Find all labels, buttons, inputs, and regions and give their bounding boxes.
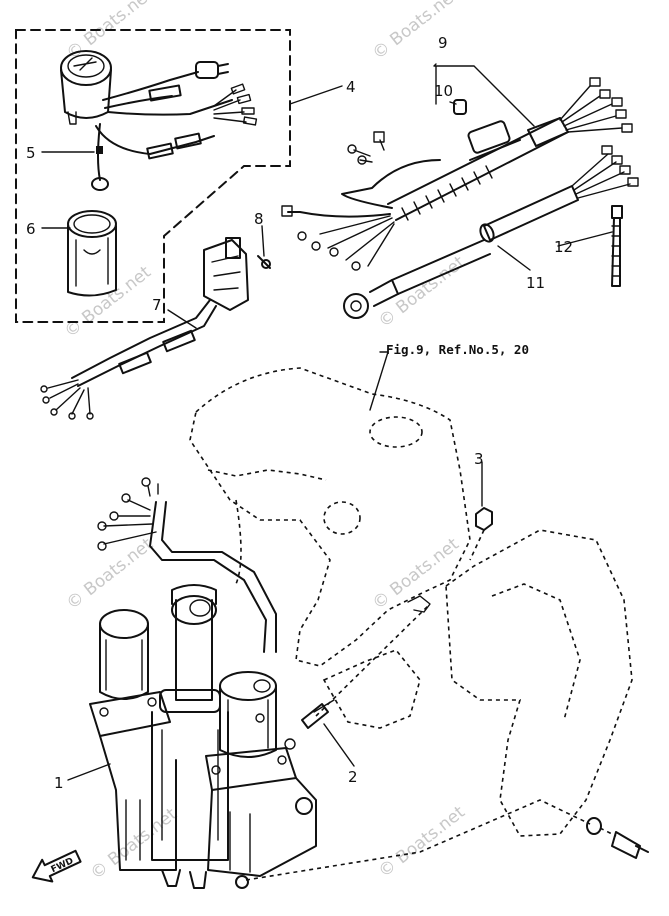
cable-tie [611,205,623,287]
callout-3: 3 [474,450,484,468]
fwd-label: FWD [50,856,76,875]
leader-lines [41,63,613,781]
callout-7: 7 [152,296,162,314]
watermark: © Boats.net [369,534,463,614]
bolt-part-2 [301,699,335,729]
assembly-line [469,529,485,561]
meter-bracket [67,210,117,297]
screw-part-8 [257,255,271,269]
main-wire-harness [281,77,633,271]
extension-harness [343,145,639,319]
callout-2: 2 [348,768,358,786]
callout-5: 5 [26,144,36,162]
watermark: © Boats.net [63,534,157,614]
watermark: © Boats.net [369,0,463,64]
callout-9: 9 [438,34,448,52]
assembly-line [245,799,591,881]
forward-direction-arrow: FWD [31,849,82,883]
watermark: © Boats.net [375,802,469,882]
meter-kit-group-box [15,29,291,323]
figure-reference-note: Fig.9, Ref.No.5, 20 [386,342,529,357]
clip [407,595,431,613]
callout-12: 12 [554,238,573,256]
clamp-bracket-outline [322,529,633,837]
callout-10: 10 [434,82,453,100]
callout-6: 6 [26,220,36,238]
callout-11: 11 [526,274,545,292]
watermark: © Boats.net [87,804,181,884]
connector-part-10 [453,99,467,115]
watermark: © Boats.net [63,0,157,64]
bolt-part-washer [586,817,649,859]
assembly-line [315,603,431,717]
trim-meter [60,50,258,191]
swivel-bracket-outline [189,367,471,667]
callout-1: 1 [54,774,64,792]
trim-switch-harness [40,237,249,420]
power-trim-tilt-unit [89,477,317,889]
callout-labels: 1 2 3 4 5 6 7 8 9 10 11 12 [26,34,573,792]
watermark: © Boats.net [375,252,469,332]
assembly-line [599,827,617,837]
callout-4: 4 [346,78,356,96]
watermarks: © Boats.net © Boats.net © Boats.net © Bo… [61,0,469,884]
callout-8: 8 [254,210,264,228]
nut-part-3 [475,507,493,531]
